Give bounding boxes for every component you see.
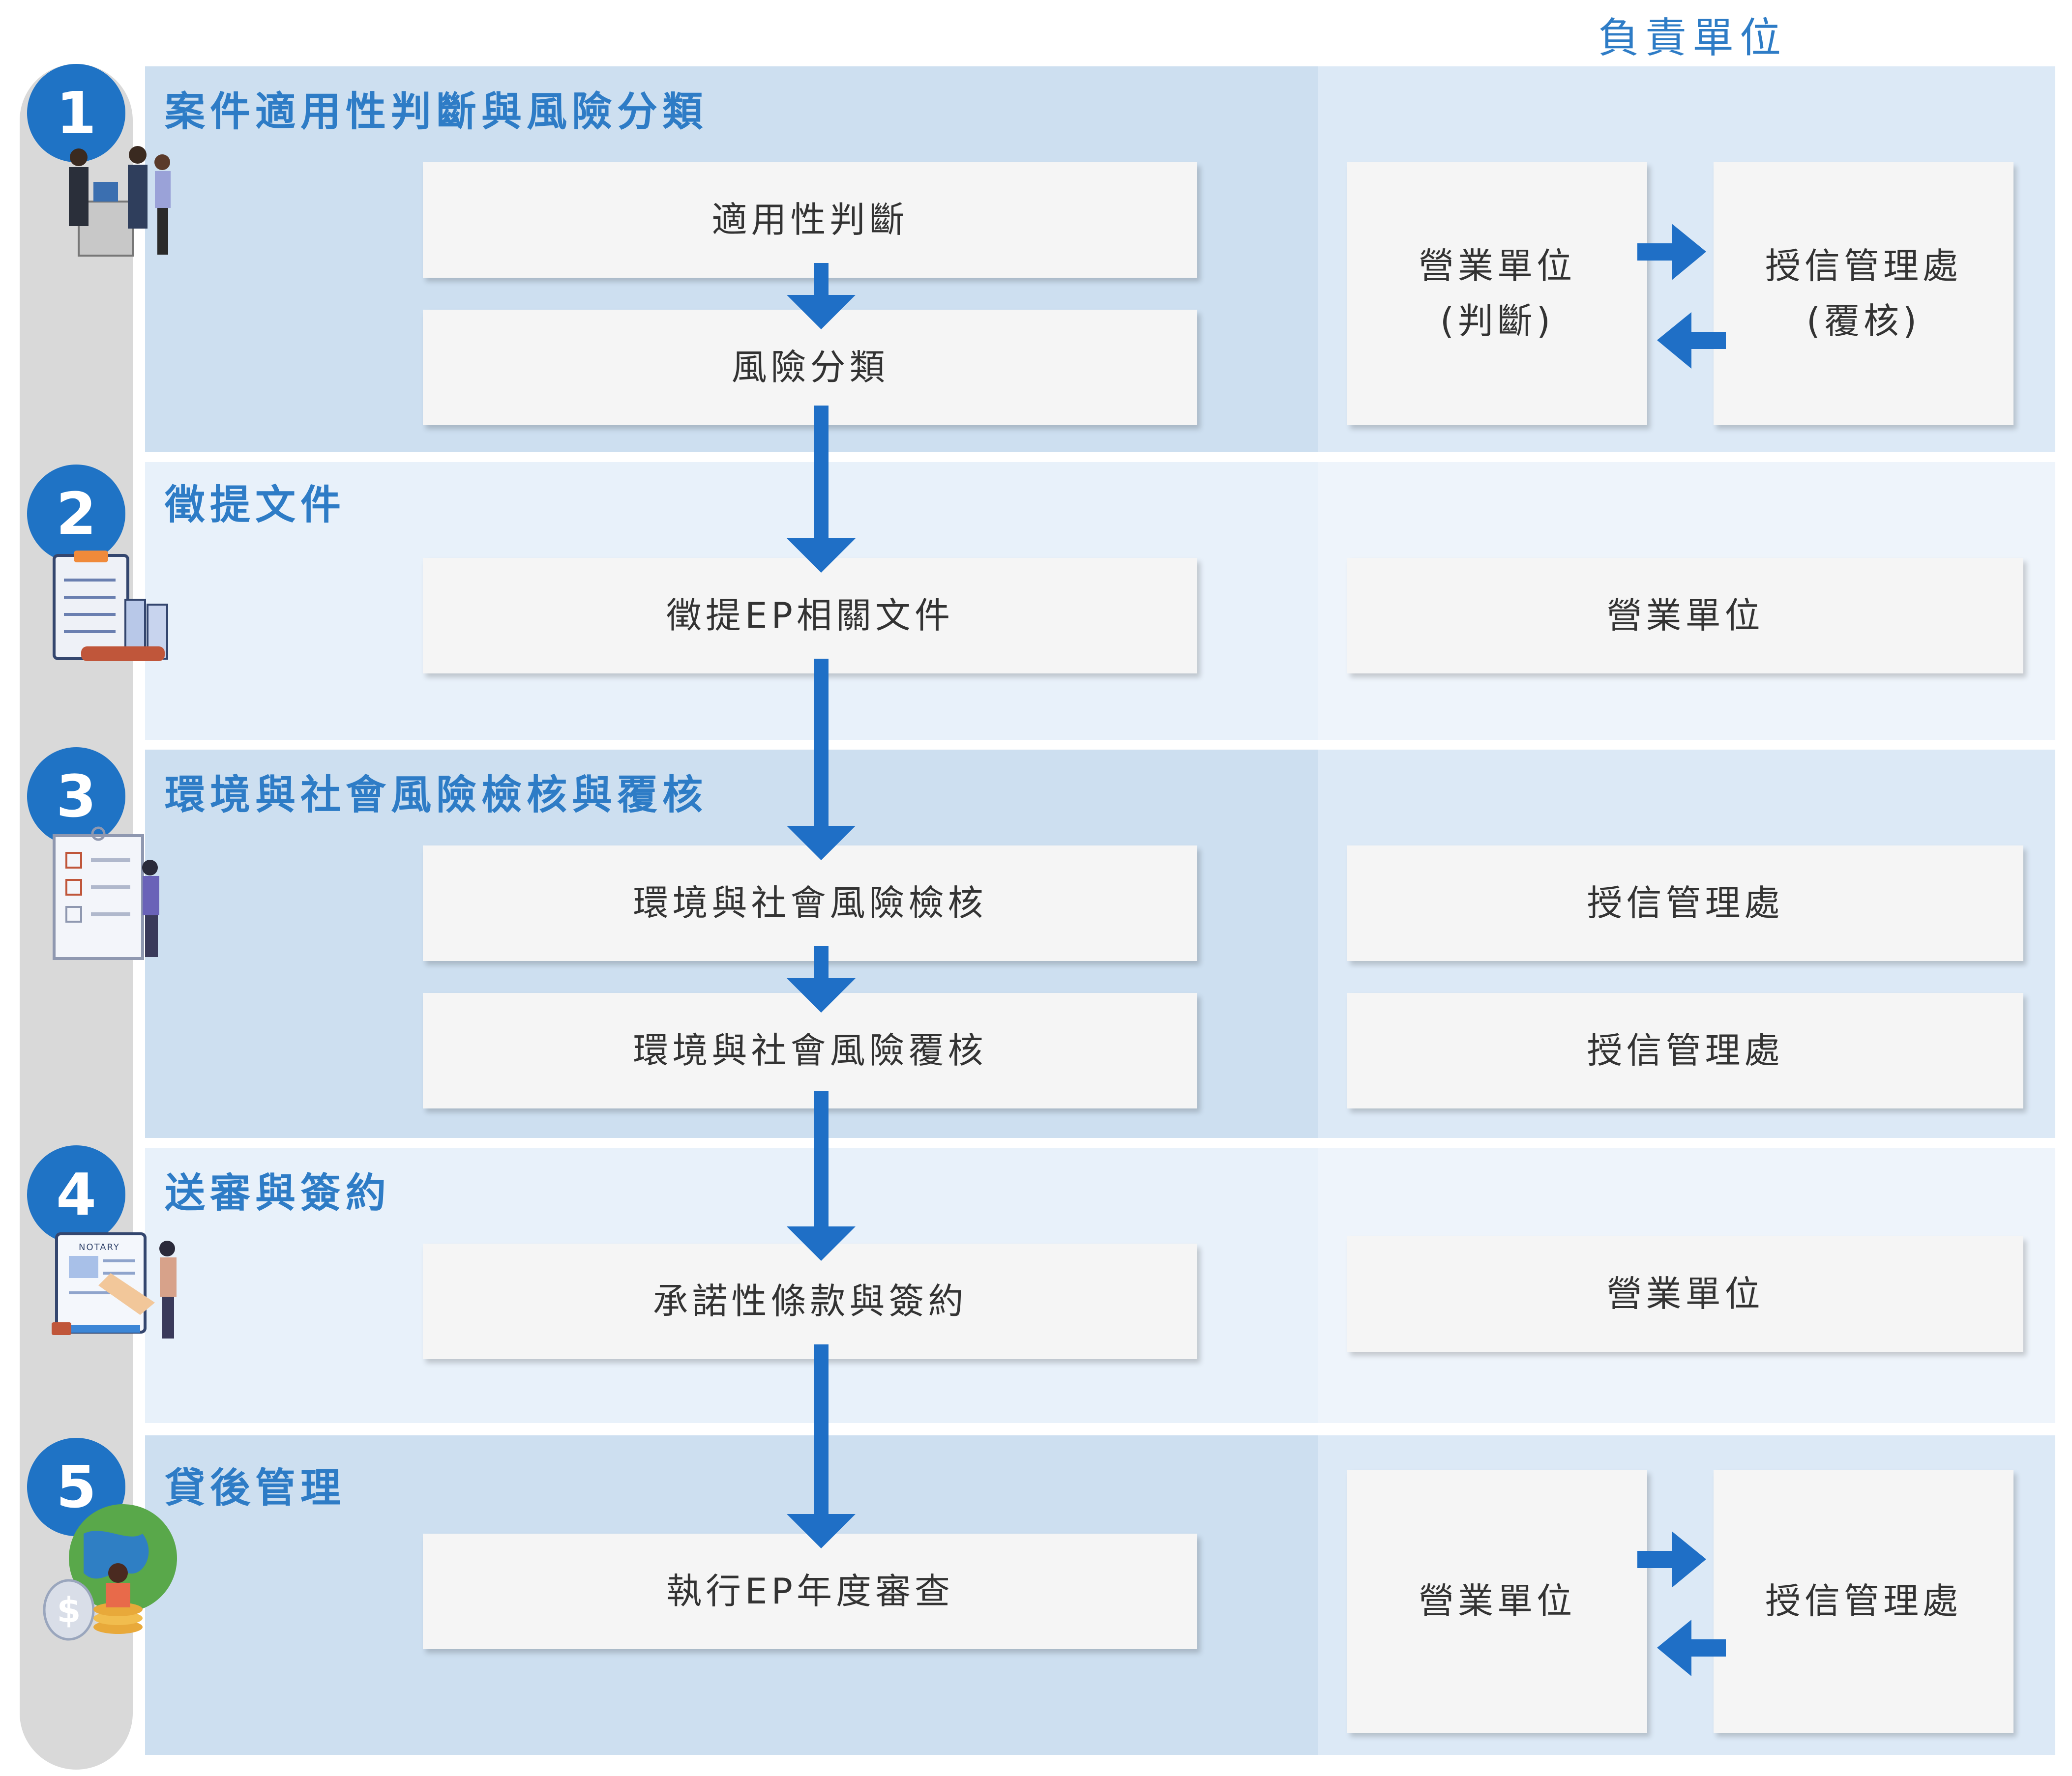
arrow-right-icon (1637, 224, 1706, 280)
step-2-badge: 2 (27, 465, 125, 563)
arrow-left-icon (1657, 1620, 1726, 1676)
process-collect-ep-documents: 徵提EP相關文件 (423, 558, 1197, 673)
step-2-title: 徵提文件 (165, 482, 346, 528)
notary-contract-icon (52, 1232, 177, 1339)
flow-arrow-shaft-6 (814, 1344, 829, 1521)
notary-label: NOTARY (79, 1242, 120, 1252)
checklist-icon (53, 826, 159, 960)
flow-arrow-head-3 (787, 826, 856, 860)
flow-arrow-head-1 (787, 295, 856, 329)
flow-arrow-head-6 (787, 1514, 856, 1548)
flow-arrow-shaft-5 (814, 1091, 829, 1234)
arrow-left-icon (1657, 312, 1726, 369)
step-1-badge: 1 (27, 64, 125, 162)
responsible-units-header: 負責單位 (1598, 14, 1787, 62)
step-1-title: 案件適用性判斷與風險分類 (165, 88, 708, 135)
process-es-risk-review: 環境與社會風險覆核 (423, 993, 1197, 1108)
unit-business-note: (判斷) (1440, 300, 1555, 342)
finance-globe-icon: $ (43, 1504, 177, 1641)
process-applicability-judgement: 適用性判斷 (423, 162, 1197, 278)
arrow-right-icon (1637, 1531, 1706, 1588)
business-meeting-icon (69, 146, 171, 257)
flow-arrow-head-4 (787, 978, 856, 1013)
unit-credit-check: 授信管理處 (1347, 845, 2023, 961)
flow-arrow-shaft-2 (814, 406, 829, 546)
unit-business-judge: 營業單位 (判斷) (1347, 162, 1647, 425)
step-3-title: 環境與社會風險檢核與覆核 (165, 772, 708, 818)
unit-business-signing: 營業單位 (1347, 1236, 2023, 1352)
unit-credit-annual: 授信管理處 (1714, 1470, 2013, 1733)
process-es-risk-check: 環境與社會風險檢核 (423, 845, 1197, 961)
flow-arrow-head-2 (787, 538, 856, 573)
step-4-title: 送審與簽約 (165, 1170, 391, 1217)
dollar-sign: $ (57, 1590, 81, 1630)
step-4-badge: 4 (27, 1145, 125, 1244)
unit-business-annual: 營業單位 (1347, 1470, 1647, 1733)
unit-business-documents: 營業單位 (1347, 558, 2023, 673)
unit-credit-note: (覆核) (1806, 300, 1921, 342)
flow-arrow-shaft-3 (814, 659, 829, 833)
unit-credit-review-2: 授信管理處 (1347, 993, 2023, 1108)
unit-credit-label: 授信管理處 (1765, 245, 1962, 287)
unit-business-label: 營業單位 (1418, 245, 1576, 287)
unit-credit-review: 授信管理處 (覆核) (1714, 162, 2013, 425)
process-covenants-signing: 承諾性條款與簽約 (423, 1244, 1197, 1359)
process-risk-classification: 風險分類 (423, 310, 1197, 425)
flow-arrow-head-5 (787, 1226, 856, 1261)
step-5-title: 貸後管理 (165, 1465, 346, 1512)
process-annual-ep-review: 執行EP年度審查 (423, 1534, 1197, 1649)
documents-clipboard-icon (53, 551, 168, 661)
step-3-badge: 3 (27, 747, 125, 845)
